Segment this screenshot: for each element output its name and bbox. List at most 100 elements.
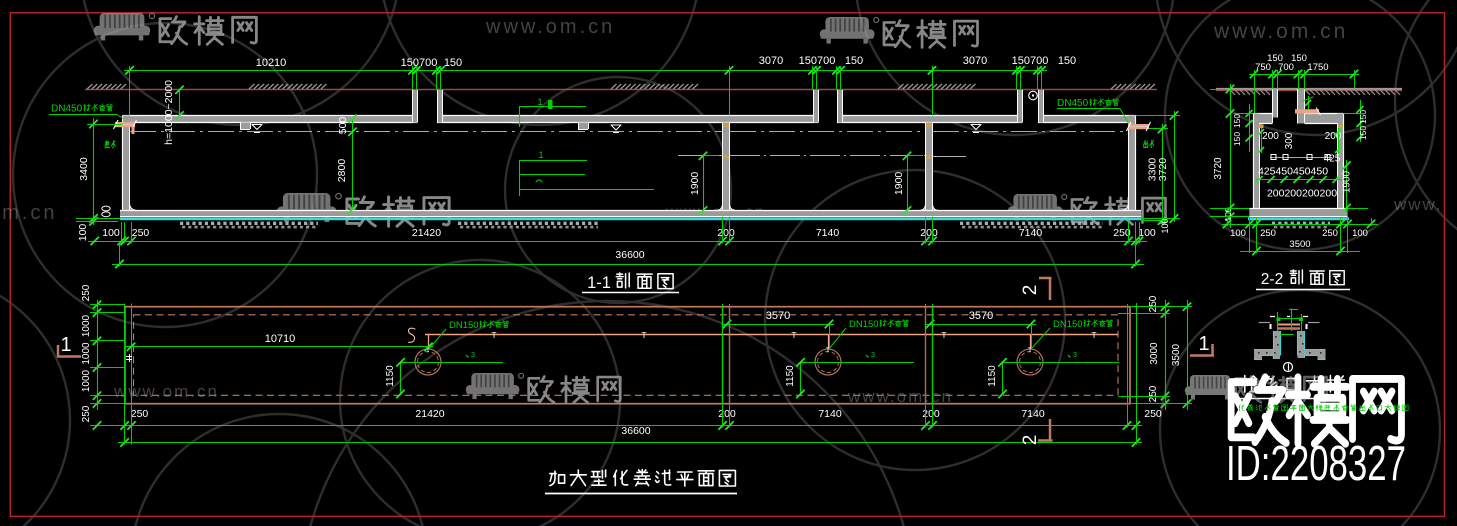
- svg-text:7140: 7140: [818, 408, 842, 420]
- svg-text:150700: 150700: [799, 55, 836, 67]
- svg-text:150: 150: [1358, 126, 1368, 140]
- svg-text:10710: 10710: [265, 333, 296, 345]
- svg-text:3720: 3720: [1213, 157, 1224, 180]
- svg-text:250: 250: [1148, 385, 1159, 402]
- svg-text:DN150: DN150: [849, 319, 879, 330]
- svg-text:1150: 1150: [785, 365, 796, 387]
- svg-text:150: 150: [444, 57, 462, 69]
- svg-text:1900: 1900: [893, 172, 905, 196]
- svg-text:3500: 3500: [1289, 239, 1310, 250]
- svg-text:300: 300: [1284, 132, 1295, 149]
- svg-text:100: 100: [1223, 207, 1233, 221]
- svg-text:3400: 3400: [78, 157, 90, 181]
- svg-text:250: 250: [1144, 408, 1162, 420]
- svg-text:3570: 3570: [969, 310, 993, 322]
- svg-text:36600: 36600: [621, 425, 650, 437]
- svg-text:1000: 1000: [81, 342, 92, 365]
- svg-text:200: 200: [1262, 131, 1279, 142]
- svg-text:1: 1: [538, 150, 543, 160]
- svg-text:3500: 3500: [1171, 343, 1182, 366]
- svg-text:250: 250: [1148, 295, 1159, 312]
- svg-text:250: 250: [81, 405, 92, 422]
- svg-text:7140: 7140: [816, 227, 840, 239]
- svg-text:T: T: [641, 330, 646, 340]
- svg-text:1000: 1000: [81, 369, 92, 392]
- svg-text:3720: 3720: [1157, 158, 1169, 182]
- svg-text:2-2: 2-2: [1261, 271, 1283, 288]
- svg-text:3000: 3000: [1149, 342, 1160, 365]
- svg-text:150: 150: [1232, 114, 1242, 128]
- svg-text:DN450: DN450: [1057, 98, 1089, 109]
- svg-text:DN150: DN150: [449, 320, 479, 331]
- svg-text:2: 2: [1020, 435, 1041, 446]
- svg-text:10210: 10210: [256, 57, 287, 69]
- svg-text:150: 150: [1267, 53, 1283, 64]
- svg-text:T: T: [426, 348, 431, 355]
- svg-text:150: 150: [1358, 110, 1368, 124]
- svg-text:www.: www.: [1393, 195, 1443, 214]
- svg-text:21420: 21420: [415, 408, 444, 420]
- svg-text:150: 150: [845, 55, 863, 67]
- svg-text:DN450: DN450: [51, 104, 83, 115]
- svg-text:1900: 1900: [689, 172, 701, 196]
- svg-text:250: 250: [81, 284, 92, 301]
- svg-text:www.om.cn: www.om.cn: [485, 16, 615, 38]
- svg-text:250: 250: [131, 408, 149, 420]
- svg-text:250: 250: [132, 227, 150, 239]
- svg-text:150700: 150700: [1012, 55, 1049, 67]
- svg-text:100: 100: [1160, 218, 1170, 233]
- svg-text:7140: 7140: [1019, 227, 1043, 239]
- svg-text:150: 150: [1232, 132, 1242, 146]
- svg-text:ID:2208327: ID:2208327: [1226, 437, 1406, 491]
- svg-text:1: 1: [537, 97, 542, 107]
- svg-text:200: 200: [1325, 131, 1342, 142]
- svg-text:3070: 3070: [963, 55, 987, 67]
- svg-text:250: 250: [1260, 228, 1276, 239]
- svg-text:100: 100: [1230, 228, 1246, 239]
- svg-text:3070: 3070: [759, 55, 783, 67]
- svg-text:1900: 1900: [1342, 170, 1353, 193]
- svg-text:200200200200: 200200200200: [1267, 188, 1337, 200]
- svg-text:2800: 2800: [336, 159, 348, 183]
- svg-text:200: 200: [718, 408, 736, 420]
- svg-text:7140: 7140: [1021, 408, 1045, 420]
- svg-text:3570: 3570: [766, 310, 790, 322]
- svg-text:150: 150: [1058, 55, 1076, 67]
- svg-text:3: 3: [471, 350, 475, 359]
- svg-text:1150: 1150: [385, 365, 396, 387]
- svg-text:1-1: 1-1: [587, 274, 611, 292]
- svg-text:1: 1: [60, 334, 71, 356]
- svg-text:T: T: [1028, 348, 1033, 355]
- svg-text:700: 700: [1278, 62, 1294, 73]
- svg-text:T: T: [826, 348, 831, 355]
- svg-text:150: 150: [1291, 53, 1307, 64]
- svg-text:T: T: [491, 330, 496, 340]
- svg-text:T: T: [791, 330, 796, 340]
- svg-text:3300: 3300: [1147, 158, 1159, 182]
- svg-text:3: 3: [871, 350, 875, 359]
- svg-text:T: T: [1091, 330, 1096, 340]
- svg-text:200: 200: [922, 408, 940, 420]
- svg-text:425450450450: 425450450450: [1258, 166, 1328, 178]
- svg-text:500: 500: [337, 117, 349, 135]
- svg-text:100: 100: [1352, 228, 1368, 239]
- svg-text:1750: 1750: [1307, 62, 1328, 73]
- svg-text:250: 250: [1322, 228, 1338, 239]
- svg-text:www.om.cn: www.om.cn: [113, 382, 219, 401]
- svg-text:om.cn: om.cn: [0, 202, 57, 224]
- svg-text:T: T: [941, 330, 946, 340]
- svg-text:1150: 1150: [987, 365, 998, 387]
- svg-text:36600: 36600: [615, 249, 644, 261]
- svg-text:21420: 21420: [412, 227, 441, 239]
- svg-text:425: 425: [1324, 154, 1341, 165]
- svg-text:250: 250: [1113, 227, 1131, 239]
- svg-text:2: 2: [1020, 285, 1041, 296]
- svg-text:DN150: DN150: [1053, 319, 1083, 330]
- svg-text:200: 200: [717, 227, 735, 239]
- svg-text:3: 3: [1073, 350, 1077, 359]
- svg-text:1000: 1000: [81, 314, 92, 337]
- svg-text:100: 100: [102, 227, 120, 239]
- svg-text:750: 750: [1255, 62, 1271, 73]
- svg-text:100: 100: [1138, 227, 1156, 239]
- svg-text:150700: 150700: [401, 57, 438, 69]
